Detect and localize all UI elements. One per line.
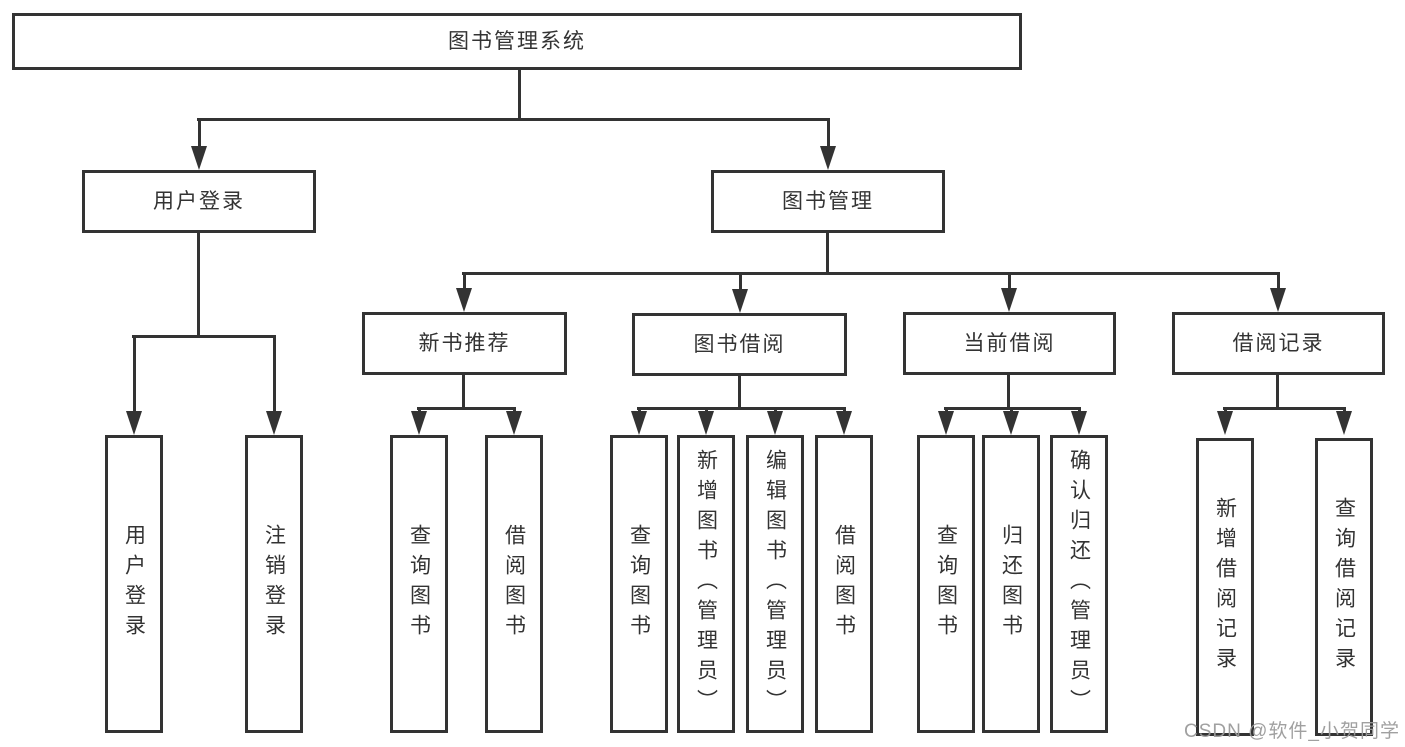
node-borrowing-records: 借阅记录	[1172, 312, 1385, 375]
node-library-system: 图书管理系统	[12, 13, 1022, 70]
connector-line	[1223, 407, 1346, 410]
leaf-label: 查询图书	[407, 524, 431, 644]
arrow-down-icon	[506, 407, 522, 435]
connector-line	[462, 272, 1280, 275]
leaf-confirm-return-admin: 确认归还（管理员）	[1050, 435, 1108, 733]
arrow-down-icon	[456, 272, 472, 312]
connector-line	[132, 335, 276, 338]
node-book-borrowing: 图书借阅	[632, 313, 847, 376]
leaf-label: 用户登录	[122, 524, 146, 644]
leaf-label: 借阅图书	[502, 524, 526, 644]
leaf-return-books: 归还图书	[982, 435, 1040, 733]
leaf-label: 新增图书（管理员）	[694, 449, 718, 719]
arrow-down-icon	[1001, 272, 1017, 312]
leaf-query-books-recommend: 查询图书	[390, 435, 448, 733]
leaf-label: 确认归还（管理员）	[1067, 449, 1091, 719]
arrow-down-icon	[191, 118, 207, 170]
watermark: CSDN @软件_小贺同学	[1184, 721, 1400, 742]
leaf-label: 查询借阅记录	[1332, 497, 1356, 677]
leaf-query-borrow-record: 查询借阅记录	[1315, 438, 1373, 736]
arrow-down-icon	[698, 407, 714, 435]
arrow-down-icon	[836, 407, 852, 435]
leaf-label: 编辑图书（管理员）	[763, 449, 787, 719]
connector-line	[462, 374, 465, 410]
leaf-label: 查询图书	[934, 524, 958, 644]
connector-line	[826, 232, 829, 275]
arrow-down-icon	[266, 335, 282, 435]
arrow-down-icon	[126, 335, 142, 435]
connector-line	[197, 232, 200, 338]
arrow-down-icon	[767, 407, 783, 435]
connector-line	[738, 375, 741, 410]
connector-line	[518, 68, 521, 121]
leaf-label: 注销登录	[262, 524, 286, 644]
arrow-down-icon	[732, 272, 748, 313]
leaf-label: 查询图书	[627, 524, 651, 644]
arrow-down-icon	[938, 407, 954, 435]
leaf-label: 归还图书	[999, 524, 1023, 644]
connector-line	[1007, 374, 1010, 410]
leaf-edit-book-admin: 编辑图书（管理员）	[746, 435, 804, 733]
arrow-down-icon	[1217, 407, 1233, 435]
leaf-query-books-current: 查询图书	[917, 435, 975, 733]
leaf-add-book-admin: 新增图书（管理员）	[677, 435, 735, 733]
arrow-down-icon	[1336, 407, 1352, 435]
leaf-borrow-books-recommend: 借阅图书	[485, 435, 543, 733]
leaf-label: 新增借阅记录	[1213, 497, 1237, 677]
connector-line	[417, 407, 516, 410]
leaf-label: 借阅图书	[832, 524, 856, 644]
leaf-query-books-borrow: 查询图书	[610, 435, 668, 733]
arrow-down-icon	[411, 407, 427, 435]
arrow-down-icon	[1003, 407, 1019, 435]
leaf-borrow-books: 借阅图书	[815, 435, 873, 733]
node-current-borrowing: 当前借阅	[903, 312, 1116, 375]
arrow-down-icon	[1071, 407, 1087, 435]
arrow-down-icon	[820, 118, 836, 170]
connector-line	[197, 118, 830, 121]
connector-line	[637, 407, 846, 410]
connector-line	[1276, 374, 1279, 410]
leaf-user-login-action: 用户登录	[105, 435, 163, 733]
leaf-add-borrow-record: 新增借阅记录	[1196, 438, 1254, 736]
node-new-book-recommend: 新书推荐	[362, 312, 567, 375]
node-user-login: 用户登录	[82, 170, 316, 233]
leaf-logout: 注销登录	[245, 435, 303, 733]
arrow-down-icon	[631, 407, 647, 435]
node-book-management: 图书管理	[711, 170, 945, 233]
connector-line	[944, 407, 1081, 410]
arrow-down-icon	[1270, 272, 1286, 312]
